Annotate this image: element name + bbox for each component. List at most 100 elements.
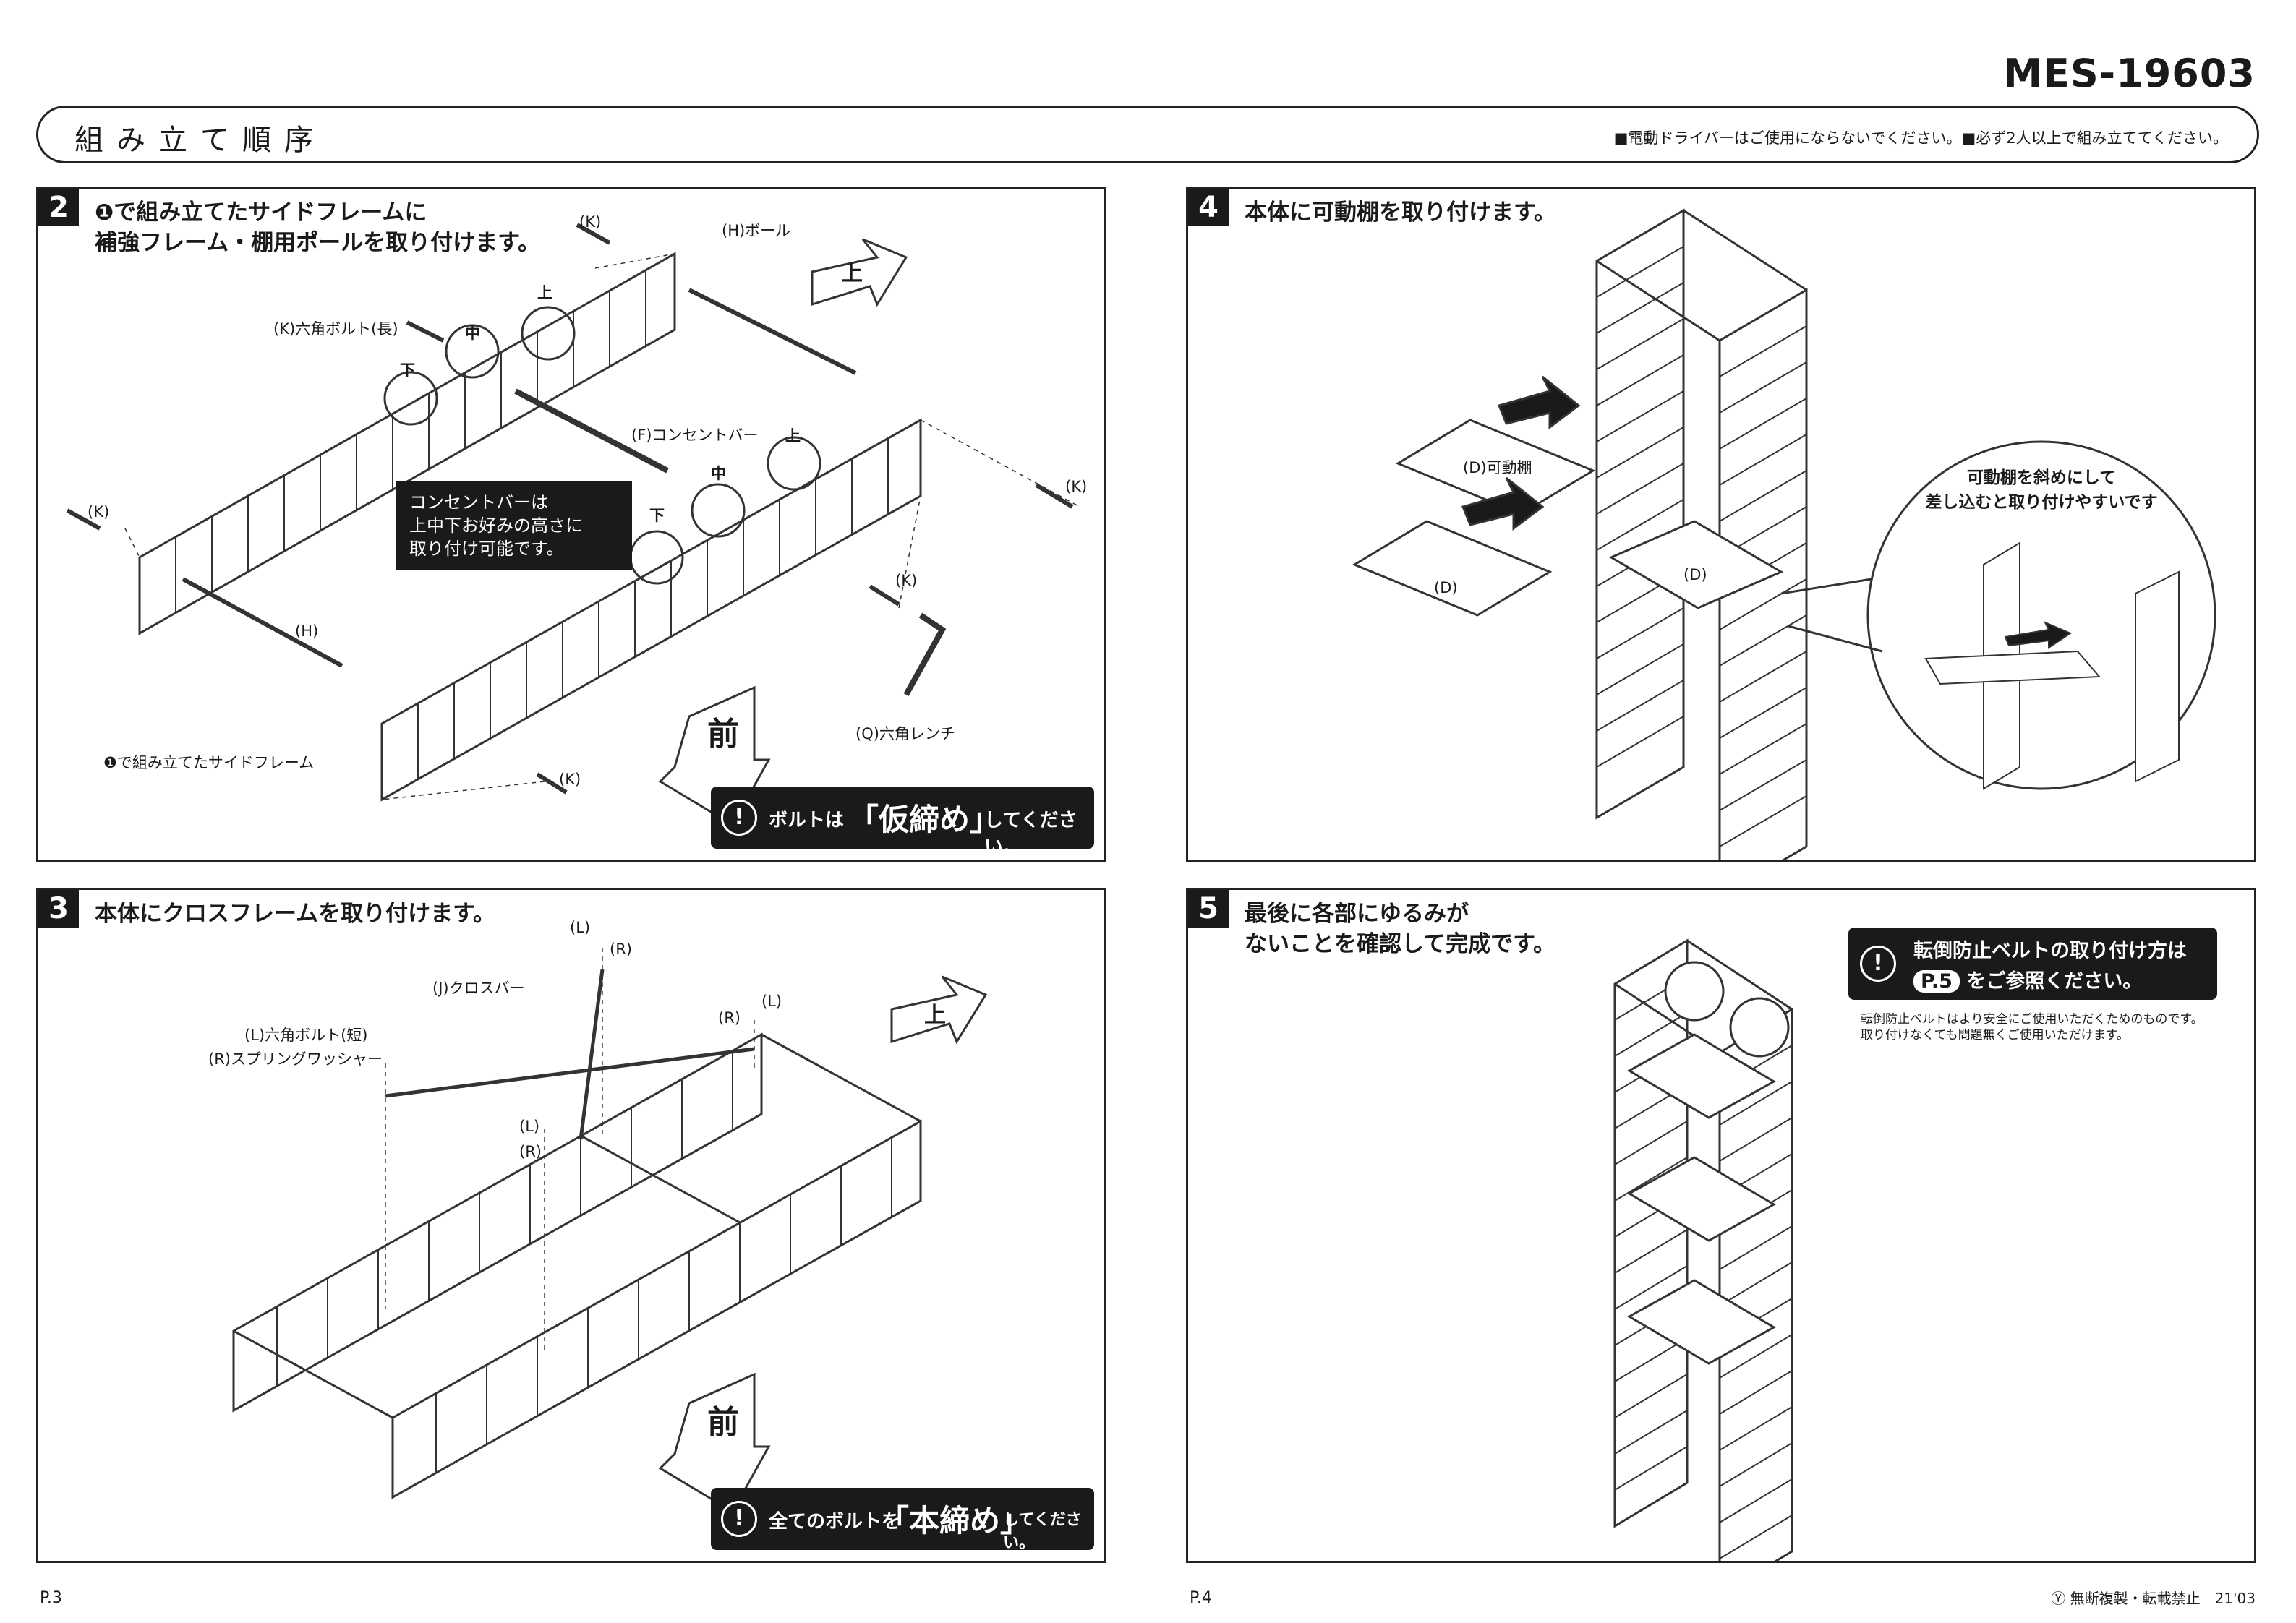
warning-emphasis: 「仮締め」 [848, 802, 1001, 837]
rack-left-frame [1613, 938, 1689, 1528]
callout-line-2: 上中下お好みの高さに [409, 515, 583, 536]
label-j-cross-bar: (J)クロスバー [432, 980, 525, 997]
label-r-spring-washer: (R)スプリングワッシャー [208, 1050, 383, 1068]
label-l-right: (L) [761, 993, 782, 1010]
back-side-frame [232, 1032, 763, 1413]
label-r-top: (R) [610, 941, 632, 958]
insert-arrow-lower [1461, 476, 1545, 531]
pos-bottom-front: 下 [649, 507, 665, 524]
tip-line-1: 可動棚を斜めにして [1966, 468, 2117, 487]
step-3-panel: 3 本体にクロスフレームを取り付けます。 [36, 888, 1106, 1563]
pos-mid-front: 中 [711, 465, 726, 482]
warning-icon: ! [1860, 946, 1896, 982]
insert-arrow-upper [1497, 375, 1581, 429]
step-title: 本体にクロスフレームを取り付けます。 [95, 901, 495, 927]
rack-left-frame [1595, 208, 1685, 820]
label-l-top: (L) [570, 919, 591, 936]
page-title: 組み立て順序 [74, 124, 326, 157]
step-title-line-1: ❶で組み立てたサイドフレームに [95, 200, 427, 226]
warning-post: してください。 [1003, 1511, 1082, 1552]
belt-detail-circle-1 [1664, 961, 1725, 1022]
step-title-line-2: 補強フレーム・棚用ポールを取り付けます。 [95, 230, 540, 256]
label-d-installed: (D) [1683, 566, 1707, 583]
label-r-mid: (R) [519, 1143, 542, 1160]
step-number: 3 [38, 890, 79, 928]
belt-note: 転倒防止ベルトはより安全にご使用いただくためのものです。 取り付けなくても問題無… [1861, 1011, 2203, 1043]
header-bar: 組み立て順序 ■電動ドライバーはご使用にならないでください。■必ず2人以上で組み… [36, 106, 2259, 163]
pole-h-top [688, 288, 857, 375]
zoom-insert-arrow [2004, 621, 2073, 649]
label-d-lower: (D) [1434, 579, 1458, 596]
connector-mid [580, 1134, 741, 1224]
step-5-panel: 5 最後に各部にゆるみが ないことを確認して完成です。 [1186, 888, 2256, 1563]
label-k-3: (K) [1065, 478, 1088, 495]
pos-top-back: 上 [537, 284, 552, 301]
step-3-illustration [232, 948, 988, 1514]
step-title-line-2: ないことを確認して完成です。 [1245, 931, 1555, 957]
pos-top-front: 上 [785, 427, 801, 445]
step-number: 4 [1188, 189, 1229, 226]
belt-line-1: 転倒防止ベルトの取り付け方は [1913, 940, 2187, 962]
label-q-hex-wrench: (Q)六角レンチ [855, 725, 955, 742]
copyright: Ⓨ 無断複製・転載禁止 21'03 [2051, 1590, 2256, 1607]
outlet-bar [514, 388, 669, 474]
detail-circle-mid-back [445, 324, 500, 379]
warning-icon: ! [721, 800, 757, 836]
shelf-d-lower [1352, 520, 1553, 617]
detail-circle-top-back [521, 306, 576, 361]
callout-line-3: 取り付け可能です。 [409, 539, 564, 559]
arrow-front-icon [658, 1372, 771, 1514]
arrow-up-label: 上 [841, 261, 863, 286]
page-ref-badge: P.5 [1913, 970, 1960, 993]
pole-h-bottom [182, 577, 343, 668]
zoom-tilted-shelf [1924, 650, 2101, 685]
zoom-circle [1866, 440, 2216, 790]
belt-info-box: ! 転倒防止ベルトの取り付け方は P.5 をご参照ください。 [1848, 928, 2217, 1000]
step-5-illustration [1613, 938, 1793, 1561]
pos-bottom-back: 下 [400, 361, 415, 379]
bolt-k-3 [1035, 483, 1074, 509]
step-title: ❶で組み立てたサイドフレームに 補強フレーム・棚用ポールを取り付けます。 [95, 197, 540, 258]
step-4-illustration [1352, 208, 2216, 860]
label-k-2: (K) [88, 503, 110, 521]
belt-line-2: P.5 をご参照ください。 [1913, 965, 2142, 993]
pos-mid-back: 中 [465, 325, 480, 342]
label-k-4: (K) [895, 572, 918, 589]
installed-shelf [1608, 520, 1784, 609]
arrow-front-label: 前 [707, 716, 739, 753]
arrow-up-icon [811, 238, 908, 307]
header-note: ■電動ドライバーはご使用にならないでください。■必ず2人以上で組み立ててください… [1613, 129, 2228, 147]
shelf-2 [1626, 1156, 1777, 1242]
label-f-outlet-bar: (F)コンセントバー [631, 427, 759, 444]
arrow-up-label: 上 [924, 1003, 946, 1028]
label-l-mid: (L) [519, 1118, 540, 1135]
label-side-frame: ❶で組み立てたサイドフレーム [103, 754, 315, 771]
step-number: 2 [38, 189, 79, 226]
shelf-tip: 可動棚を斜めにして 差し込むと取り付けやすいです [1919, 463, 2164, 513]
callout-line-1: コンセントバーは [409, 492, 548, 513]
bolt-k-long [406, 320, 445, 343]
step-title: 最後に各部にゆるみが ないことを確認して完成です。 [1245, 899, 1555, 959]
belt-line-2-text: をご参照ください。 [1966, 970, 2143, 993]
label-r-right: (R) [718, 1009, 741, 1027]
warning-post: してください。 [984, 810, 1077, 858]
hex-wrench [903, 612, 947, 696]
warning-emphasis: 「本締め」 [879, 1503, 1031, 1538]
step-title: 本体に可動棚を取り付けます。 [1245, 200, 1556, 226]
warning-box-final-tighten: ! 全てのボルトを 「本締め」 してください。 [711, 1488, 1094, 1552]
label-l-bolt-short: (L)六角ボルト(短) [244, 1027, 368, 1044]
step-number: 5 [1188, 890, 1229, 928]
back-side-frame [138, 252, 676, 635]
warning-icon: ! [721, 1501, 757, 1537]
bolt-k-1 [576, 223, 611, 245]
shelf-1 [1626, 1033, 1777, 1119]
cross-bar-j-2 [579, 969, 605, 1140]
connector-left [233, 1329, 393, 1419]
bolt-k-5 [536, 772, 568, 795]
front-side-frame [391, 1119, 922, 1499]
shelf-d-upper [1395, 419, 1596, 515]
front-side-frame [380, 418, 922, 802]
outlet-bar-callout: コンセントバーは 上中下お好みの高さに 取り付け可能です。 [396, 481, 632, 570]
warning-pre: ボルトは [769, 810, 845, 831]
detail-circle-top-front [767, 436, 821, 491]
